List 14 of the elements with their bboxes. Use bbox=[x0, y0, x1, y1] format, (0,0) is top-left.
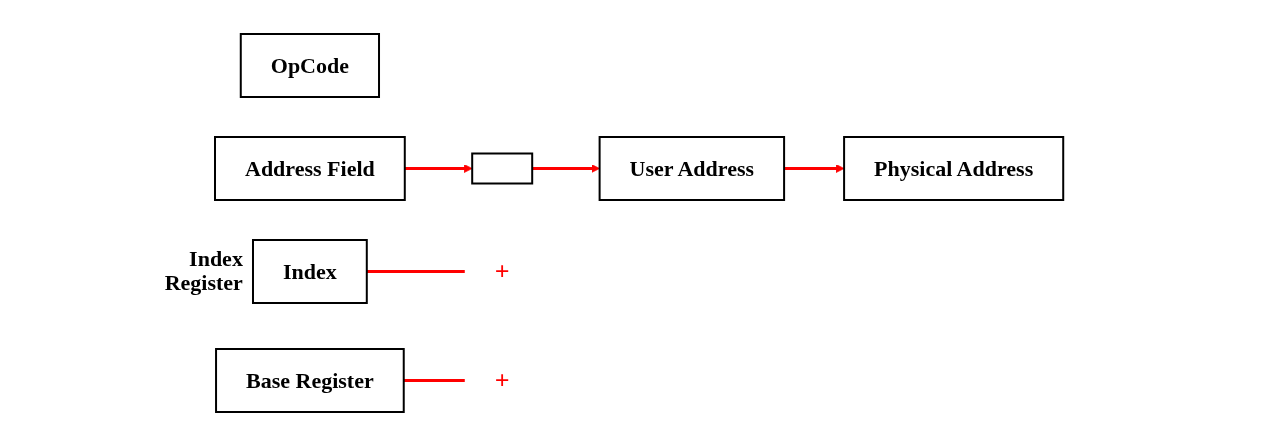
node-box: Base Register bbox=[214, 347, 405, 413]
arrow bbox=[404, 163, 473, 173]
register-caption: Index Register bbox=[163, 247, 243, 295]
node-box bbox=[471, 152, 534, 184]
node-text: + bbox=[494, 365, 510, 395]
node-box: Physical Address bbox=[843, 135, 1065, 201]
connector bbox=[403, 378, 465, 382]
arrow bbox=[532, 163, 600, 173]
node-box: Address Field bbox=[213, 135, 406, 201]
node-box: User Address bbox=[598, 135, 785, 201]
node-text: + bbox=[494, 256, 510, 286]
node-box: OpCode bbox=[239, 32, 380, 98]
node-box: Index bbox=[251, 238, 368, 304]
connector bbox=[366, 269, 465, 273]
